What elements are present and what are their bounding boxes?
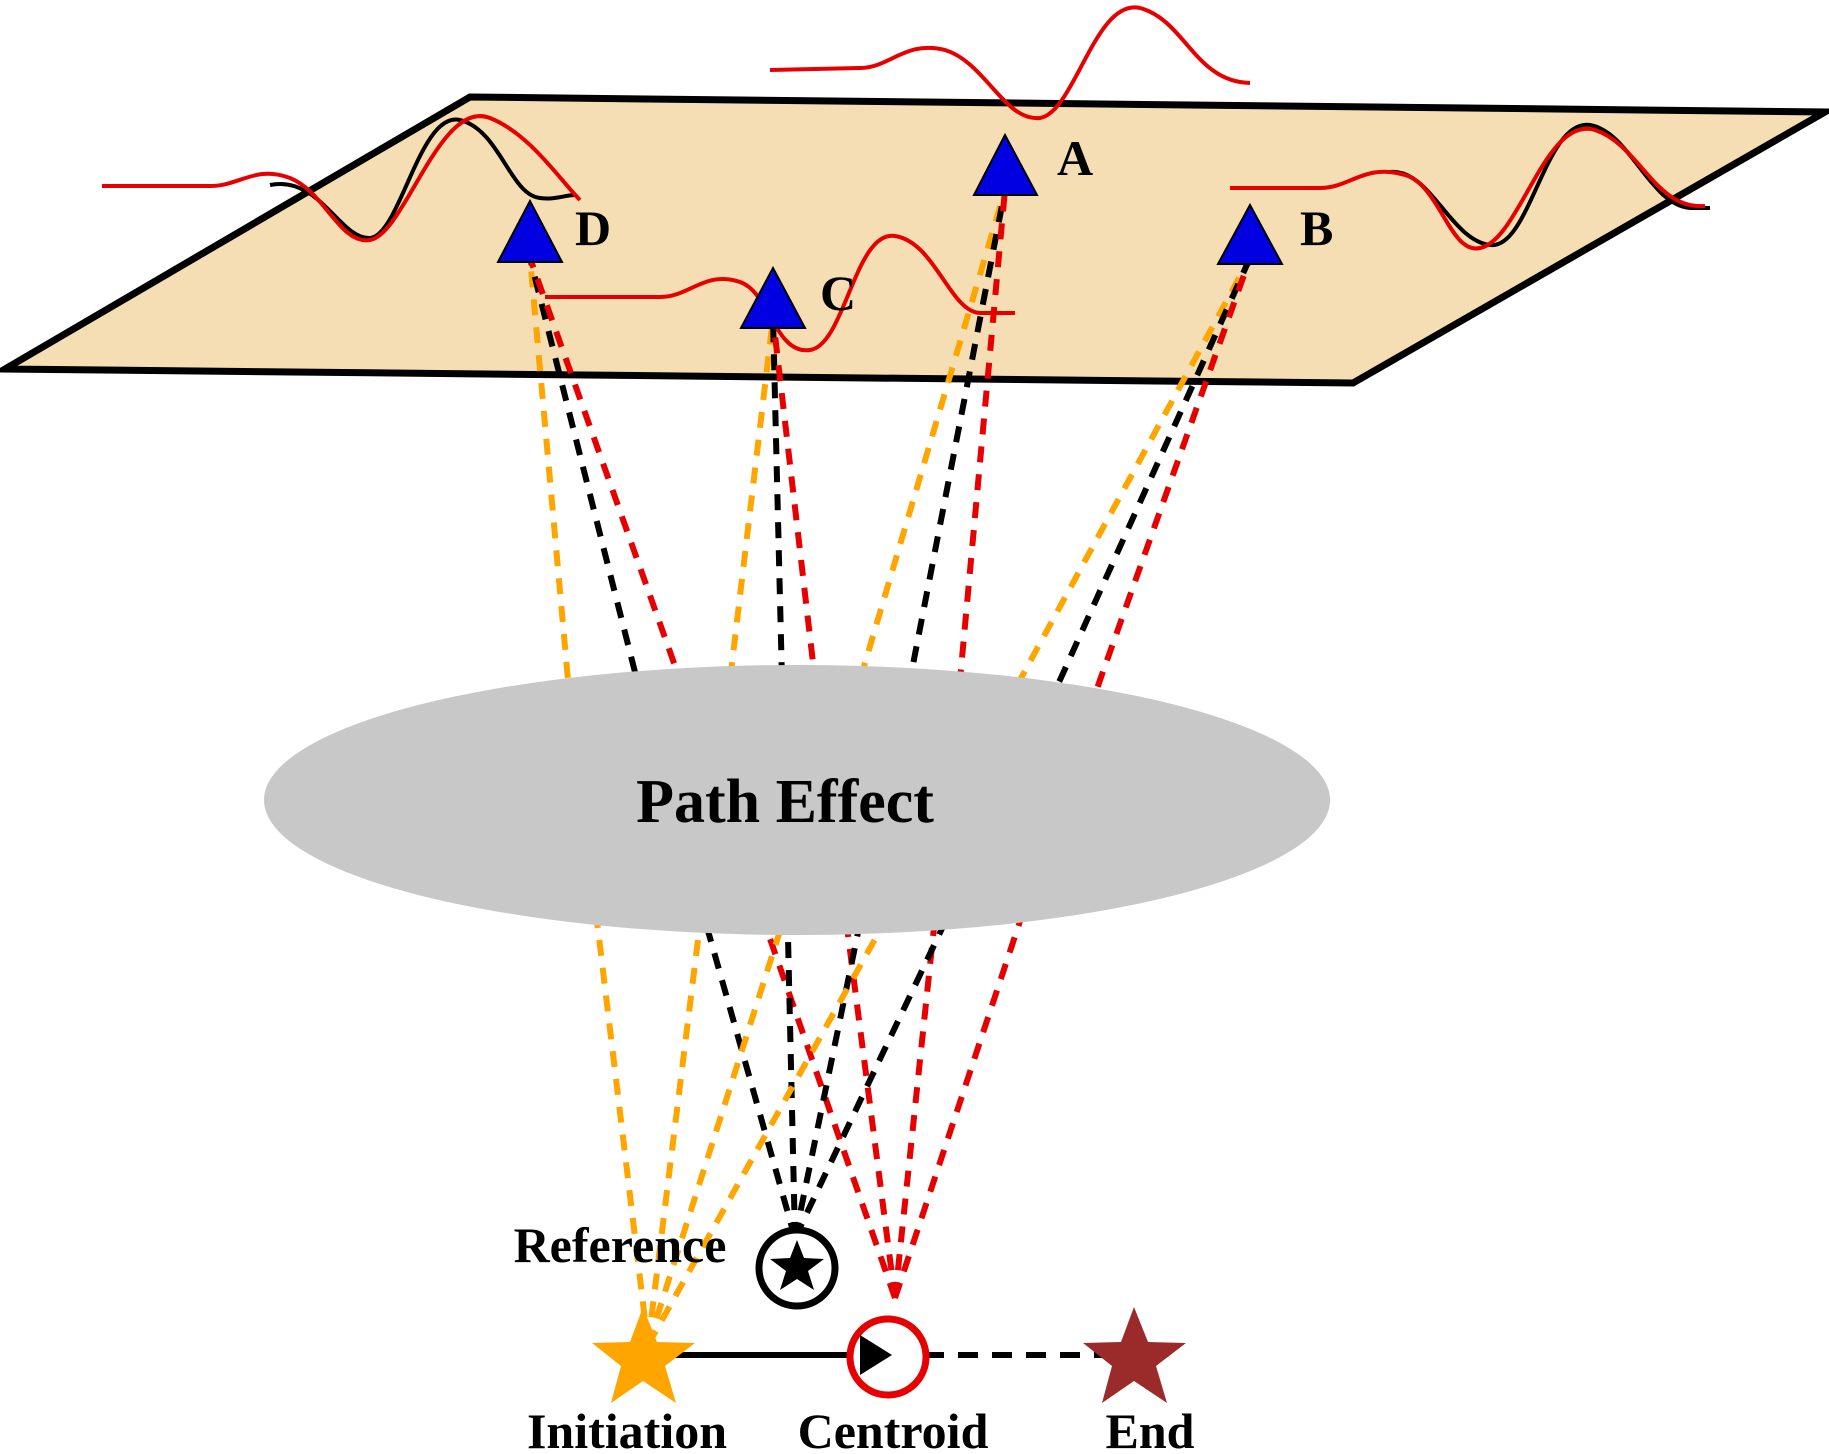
ray-reference-to-d bbox=[527, 257, 798, 1239]
waveform-c-observed bbox=[545, 233, 1015, 353]
station-b-triangle bbox=[1216, 202, 1284, 265]
centroid-label: Centroid bbox=[798, 1403, 989, 1449]
station-c-label: C bbox=[820, 265, 856, 321]
station-a-label: A bbox=[1057, 130, 1093, 186]
waveform-d-reference bbox=[269, 117, 576, 241]
ground-surface bbox=[0, 93, 1829, 387]
station-a-triangle bbox=[972, 132, 1039, 196]
ray-initiation-to-d bbox=[527, 257, 651, 1346]
station-b-label: B bbox=[1300, 200, 1333, 256]
stations bbox=[496, 132, 1284, 329]
reference-label: Reference bbox=[514, 1217, 727, 1273]
waveform-a-observed bbox=[769, 5, 1251, 121]
ray-initiation-to-a bbox=[645, 189, 1008, 1346]
path-effect-ellipse bbox=[264, 665, 1330, 935]
end-label: End bbox=[1106, 1403, 1195, 1449]
station-c-triangle bbox=[739, 265, 807, 329]
ray-reference-to-b bbox=[792, 256, 1253, 1240]
end-star-icon bbox=[1083, 1307, 1186, 1403]
station-d-triangle bbox=[496, 198, 564, 263]
waveform-d-observed bbox=[102, 114, 582, 243]
ray-centroid-to-b bbox=[892, 256, 1253, 1299]
ray-reference-to-c bbox=[770, 317, 798, 1239]
reference-star-icon bbox=[770, 1240, 824, 1290]
centroid-arrow-icon bbox=[860, 1335, 892, 1375]
path-effect-label: Path Effect bbox=[636, 768, 934, 836]
initiation-label: Initiation bbox=[527, 1403, 727, 1449]
waveforms bbox=[102, 5, 1710, 353]
initiation-star-icon bbox=[592, 1307, 695, 1403]
station-d-label: D bbox=[575, 200, 611, 256]
waveform-b-observed bbox=[1230, 126, 1706, 251]
